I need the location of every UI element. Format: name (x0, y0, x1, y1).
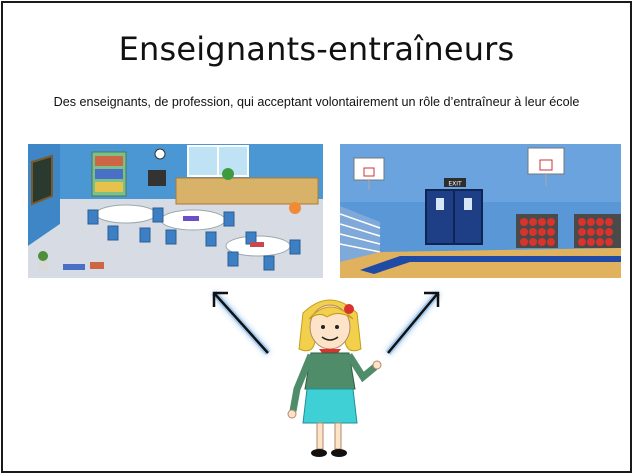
arrow-up-right-icon (387, 291, 440, 354)
basketball-hoop-left (353, 157, 385, 190)
teacher-illustration (287, 299, 382, 457)
cabinets (175, 177, 319, 205)
ball-rack (516, 214, 558, 248)
arrows (211, 290, 441, 356)
flower-icon (344, 304, 354, 314)
ball-rack (574, 214, 621, 248)
chalkboard (31, 154, 53, 206)
slide-title: Enseignants-entraîneurs (118, 30, 515, 68)
exit-sign: EXIT (448, 181, 462, 188)
ball-icon (289, 202, 301, 214)
table (95, 204, 157, 224)
gym-illustration: EXIT (340, 144, 621, 278)
arrow-up-left-icon (212, 291, 269, 354)
clock-icon (154, 148, 166, 160)
classroom-illustration (28, 144, 323, 278)
slide-subtitle: Des enseignants, de profession, qui acce… (53, 95, 580, 109)
basketball-hoop-right (527, 147, 565, 186)
